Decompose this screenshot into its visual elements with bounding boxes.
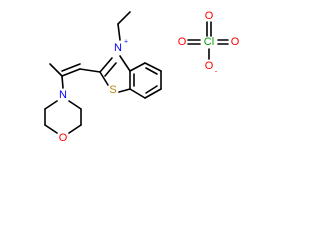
charge-n-thiazole: + xyxy=(124,39,128,46)
atom-o-perchlorate-left: O xyxy=(178,36,187,48)
bond-benzene-2 xyxy=(144,62,162,72)
atom-o-perchlorate-top: O xyxy=(205,10,214,22)
atom-n-morpholine: N xyxy=(59,89,67,101)
bond-n-c2-double xyxy=(104,62,117,77)
bond-c2-s xyxy=(99,71,109,86)
atom-cl-perchlorate: Cl xyxy=(204,36,214,48)
bond-benzene-4 xyxy=(144,88,162,99)
atom-o-perchlorate-bottom: O xyxy=(205,60,214,72)
bond-morph-6 xyxy=(68,100,82,110)
bond-benzene-1 xyxy=(129,62,146,72)
bond-n-c2 xyxy=(99,57,113,73)
atom-o-perchlorate-right: O xyxy=(231,36,240,48)
bond-ethyl-chain xyxy=(117,11,131,25)
bond-vinyl-double-b xyxy=(61,63,81,72)
bond-n-ethyl xyxy=(117,23,121,41)
atom-label-layer: N + S N O Cl O O O O - xyxy=(59,10,240,144)
bond-morph-3 xyxy=(44,124,58,134)
bond-vinyl-double-a xyxy=(61,68,81,77)
bond-benzene-inner-1 xyxy=(145,67,158,75)
bond-layer xyxy=(44,11,229,134)
bond-benzene-5 xyxy=(129,88,146,99)
bond-benzene-inner-2 xyxy=(145,85,158,94)
atom-o-morpholine: O xyxy=(59,132,68,144)
bond-c2-vinyl xyxy=(79,68,101,73)
bond-morph-4 xyxy=(68,124,82,134)
bond-vinyl-n-morpholine xyxy=(61,75,64,89)
bond-c7a-n xyxy=(119,55,131,72)
atom-n-thiazole: N xyxy=(114,42,122,54)
bond-s-c3a xyxy=(118,88,131,93)
chemical-structure: N + S N O Cl O O O O - xyxy=(44,10,240,144)
atom-s-thiazole: S xyxy=(109,84,116,96)
charge-o-perchlorate-bottom: - xyxy=(215,69,218,76)
bond-vinyl-methyl xyxy=(49,63,63,77)
bond-morph-1 xyxy=(44,100,58,110)
